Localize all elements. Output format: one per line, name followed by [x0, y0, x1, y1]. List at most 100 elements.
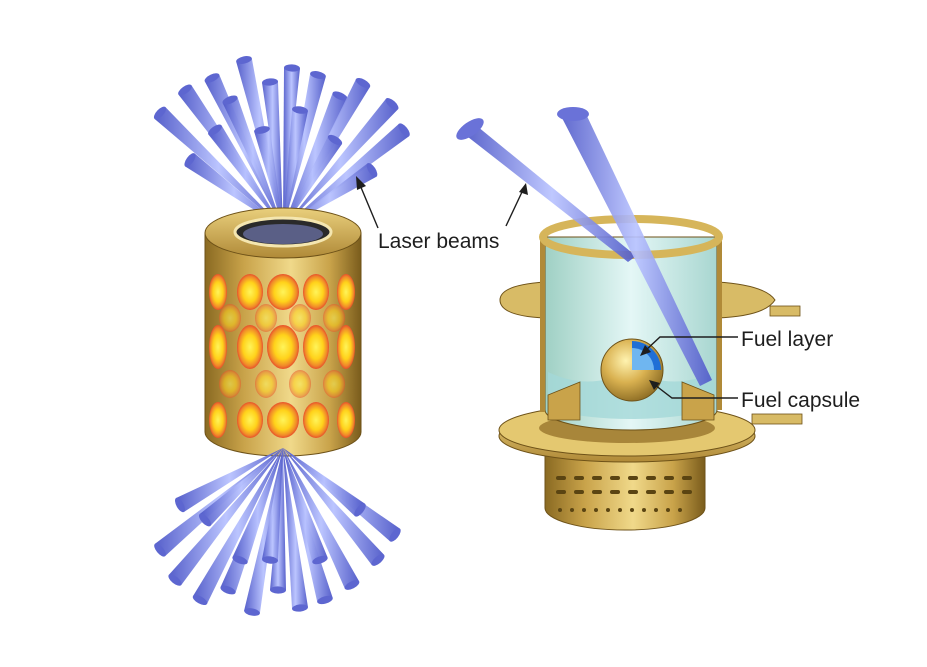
vent-hole-26: [678, 508, 682, 512]
upper-beam-11-end: [184, 153, 196, 167]
hot-spot-21: [289, 370, 311, 398]
vent-slot-9: [574, 490, 584, 494]
vent-slot-15: [682, 490, 692, 494]
arrow-heads: [356, 176, 660, 390]
hot-spot-22: [323, 370, 345, 398]
vent-slot-7: [682, 476, 692, 480]
upper-beam-0-end: [153, 106, 167, 120]
lower-beam-16: [283, 448, 328, 563]
hot-spot-17: [289, 304, 311, 332]
upper-beam-8-end: [355, 78, 371, 88]
hot-spot-12: [337, 274, 355, 310]
lower-beam-13-end: [354, 503, 366, 517]
upper-beam-9: [283, 98, 399, 228]
fuel-capsule-sphere: [600, 338, 664, 402]
vent-slot-3: [610, 476, 620, 480]
lower-beam-2-end: [192, 595, 208, 605]
hot-spot-0: [209, 274, 227, 310]
holder-vent-slots: [556, 476, 692, 512]
hot-spot-1: [209, 325, 227, 369]
vent-slot-2: [592, 476, 602, 480]
lower-beam-11: [199, 448, 283, 526]
upper-beam-7: [283, 92, 348, 228]
vent-hole-20: [606, 508, 610, 512]
arrow-laser-left: [359, 184, 379, 229]
hot-spot-7: [267, 325, 299, 369]
vent-slot-1: [574, 476, 584, 480]
lower-beam-5-end: [270, 586, 286, 594]
upper-beam-17: [283, 108, 308, 228]
lower-beam-10-end: [389, 528, 401, 542]
lower-beam-15-end: [232, 555, 248, 565]
upper-beam-1-end: [178, 84, 192, 96]
hot-spot-20: [255, 370, 277, 398]
laser-beams-label: Laser beams: [378, 230, 500, 253]
vent-hole-25: [666, 508, 670, 512]
hot-spot-11: [303, 402, 329, 438]
hot-spot-13: [337, 325, 355, 369]
upper-beam-14-end: [327, 134, 343, 146]
upper-beam-6-end: [310, 71, 326, 79]
leader-arrows: [359, 184, 738, 399]
upper-beam-15-end: [366, 163, 378, 177]
holder-upper-wings: [499, 281, 801, 319]
hot-spot-18: [323, 304, 345, 332]
hot-spot-10: [303, 325, 329, 369]
lower-beam-1-end: [168, 574, 182, 586]
hohlraum-cylinder: [204, 207, 362, 457]
lower-beam-0-end: [154, 543, 166, 557]
vent-slot-14: [664, 490, 674, 494]
upper-beam-10: [283, 123, 410, 228]
upper-beam-5-end: [284, 64, 300, 72]
upper-beam-4-end: [262, 78, 278, 86]
upper-beam-2-end: [204, 73, 220, 83]
lower-beam-6-end: [292, 604, 308, 612]
laser-hot-spots: [209, 274, 355, 438]
hot-spot-9: [303, 274, 329, 310]
lower-beam-12: [176, 448, 283, 512]
vent-hole-23: [642, 508, 646, 512]
vent-slot-6: [664, 476, 674, 480]
hot-spot-19: [219, 370, 241, 398]
vent-slot-4: [628, 476, 638, 480]
hot-spot-14: [337, 402, 355, 438]
vent-slot-10: [592, 490, 602, 494]
upper-beam-12-end: [208, 124, 222, 136]
upper-beam-13-end: [254, 126, 270, 134]
upper-beam-3-end: [236, 56, 252, 64]
hot-spot-2: [209, 402, 227, 438]
lower-beam-3-end: [220, 585, 236, 595]
lower-beam-7-end: [317, 595, 333, 605]
arrow-fuel-layer: [645, 336, 738, 351]
vent-hole-24: [654, 508, 658, 512]
lower-beam-9: [283, 448, 385, 566]
vent-hole-16: [558, 508, 562, 512]
upper-laser-beam-bundle: [153, 56, 410, 229]
upper-beam-12: [208, 125, 283, 228]
upper-beam-14: [283, 135, 342, 228]
vent-slot-11: [610, 490, 620, 494]
upper-beam-9-end: [385, 98, 399, 110]
lower-beam-8: [283, 448, 360, 589]
upper-beam-10-end: [398, 123, 410, 137]
lower-beam-6: [283, 448, 308, 609]
hot-spot-4: [237, 325, 263, 369]
upper-beam-2: [204, 74, 283, 228]
right-laser-beams: [456, 107, 712, 386]
arrow-fuel-capsule: [654, 384, 738, 399]
lower-beam-11-end: [198, 513, 212, 527]
vent-slot-5: [646, 476, 656, 480]
upper-beam-13: [254, 128, 283, 228]
vent-hole-19: [594, 508, 598, 512]
lower-beam-4-end: [244, 608, 260, 616]
upper-beam-7-end: [332, 91, 348, 101]
hot-spot-3: [237, 274, 263, 310]
hot-spot-5: [237, 402, 263, 438]
upper-beam-17-end: [292, 106, 308, 114]
upper-beam-0: [154, 107, 283, 228]
vent-slot-12: [628, 490, 638, 494]
vent-slot-13: [646, 490, 656, 494]
vent-slot-0: [556, 476, 566, 480]
